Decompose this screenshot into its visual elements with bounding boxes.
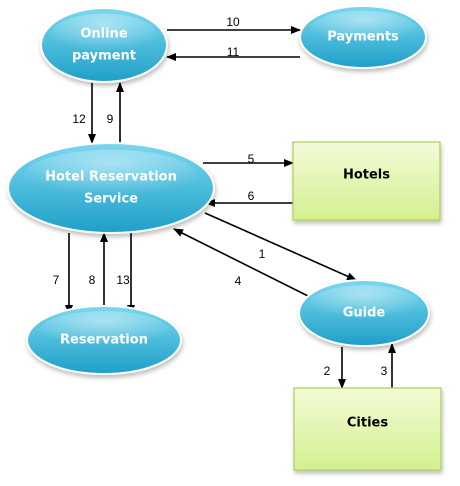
- node-label-cities: Cities: [347, 416, 388, 431]
- node-shape-rectangle: [292, 141, 441, 221]
- node-label-hotel-reservation-service: Hotel Reservation: [45, 170, 177, 185]
- node-shine: [50, 13, 158, 58]
- edge-label-3: 3: [381, 364, 388, 378]
- node-label-hotels: Hotels: [343, 168, 390, 183]
- node-guide: Guide: [298, 279, 430, 347]
- edge-label-7: 7: [53, 273, 60, 287]
- node-payments: Payments: [299, 5, 427, 69]
- edge-label-1: 1: [259, 247, 266, 261]
- edge-label-8: 8: [89, 273, 96, 287]
- node-label-hotel-reservation-service: Service: [84, 192, 138, 207]
- edge-label-11: 11: [227, 45, 240, 59]
- node-label-payments: Payments: [327, 30, 399, 45]
- edge-label-4: 4: [235, 274, 242, 288]
- node-cities: Cities: [293, 387, 442, 471]
- edge-label-6: 6: [248, 189, 255, 203]
- node-shine: [38, 311, 170, 352]
- edge-label-10: 10: [226, 15, 240, 29]
- edge-label-5: 5: [248, 152, 255, 166]
- edge-label-13: 13: [116, 273, 130, 287]
- edge-arrow-4: [173, 228, 309, 297]
- node-shine: [23, 149, 199, 204]
- node-shine: [309, 10, 417, 48]
- node-label-online-payment: payment: [72, 49, 136, 64]
- node-shape-rectangle: [293, 387, 442, 471]
- edge-label-9: 9: [107, 112, 114, 126]
- node-hotels: Hotels: [292, 141, 441, 221]
- node-reservation: Reservation: [26, 305, 182, 375]
- node-label-online-payment: Online: [80, 27, 127, 42]
- edge-arrow-1: [204, 212, 357, 281]
- node-label-guide: Guide: [343, 306, 386, 321]
- edge-label-2: 2: [324, 364, 331, 378]
- node-shine: [308, 284, 420, 325]
- node-online-payment: Online payment: [40, 7, 168, 83]
- node-label-reservation: Reservation: [60, 333, 148, 348]
- edge-label-12: 12: [72, 112, 86, 126]
